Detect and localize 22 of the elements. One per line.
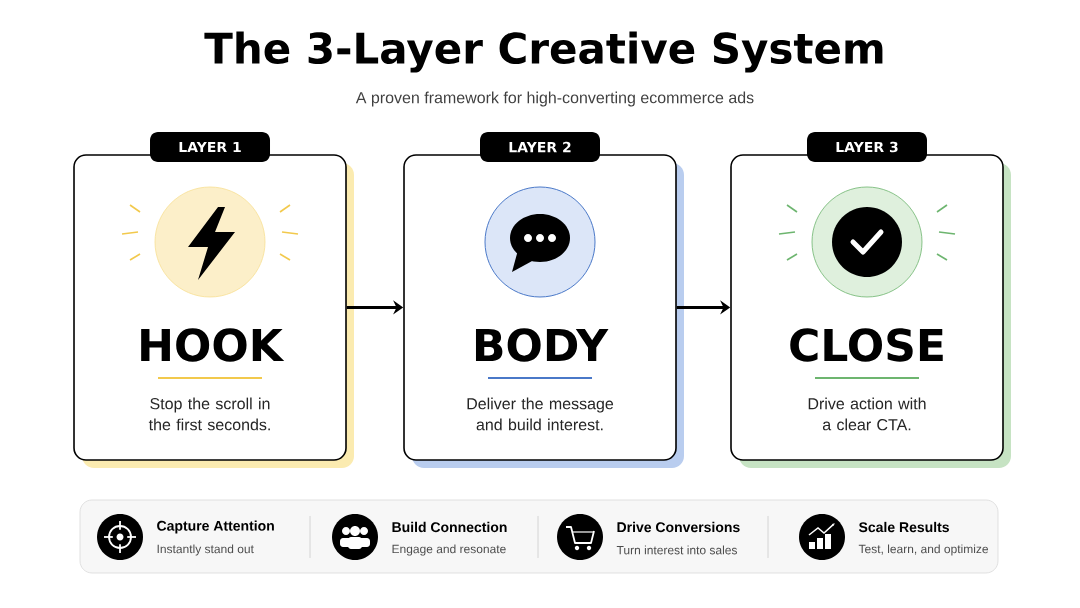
description: Deliver the message and build interest. — [467, 397, 614, 431]
heading: CLOSE — [790, 328, 943, 362]
feature-title: Build Connection — [392, 521, 507, 533]
layer-tab: LAYER 1 — [150, 132, 270, 162]
heading: BODY — [475, 328, 609, 362]
subtitle: A proven framework for high-converting ecommerce ads — [355, 91, 754, 107]
layer-tab: LAYER 2 — [480, 132, 600, 162]
feature-subtitle: Turn interest into sales — [616, 545, 738, 555]
description: Drive action with a clear CTA. — [808, 397, 926, 431]
title: The 3-Layer Creative System — [204, 31, 883, 73]
card — [403, 132, 684, 468]
feature-subtitle: Engage and resonate — [392, 544, 506, 556]
feature-title: Drive Conversions — [617, 521, 740, 533]
card — [73, 132, 354, 468]
feature-subtitle: Instantly stand out — [157, 544, 254, 556]
feature-title: Capture Attention — [157, 520, 274, 534]
feature-title: Scale Results — [858, 521, 949, 533]
description: Stop the scroll in the first seconds. — [148, 397, 270, 431]
layer-tab: LAYER 3 — [807, 132, 927, 162]
heading: HOOK — [141, 328, 285, 362]
card — [730, 132, 1011, 468]
feature-subtitle: Test, learn, and optimize — [858, 544, 989, 556]
